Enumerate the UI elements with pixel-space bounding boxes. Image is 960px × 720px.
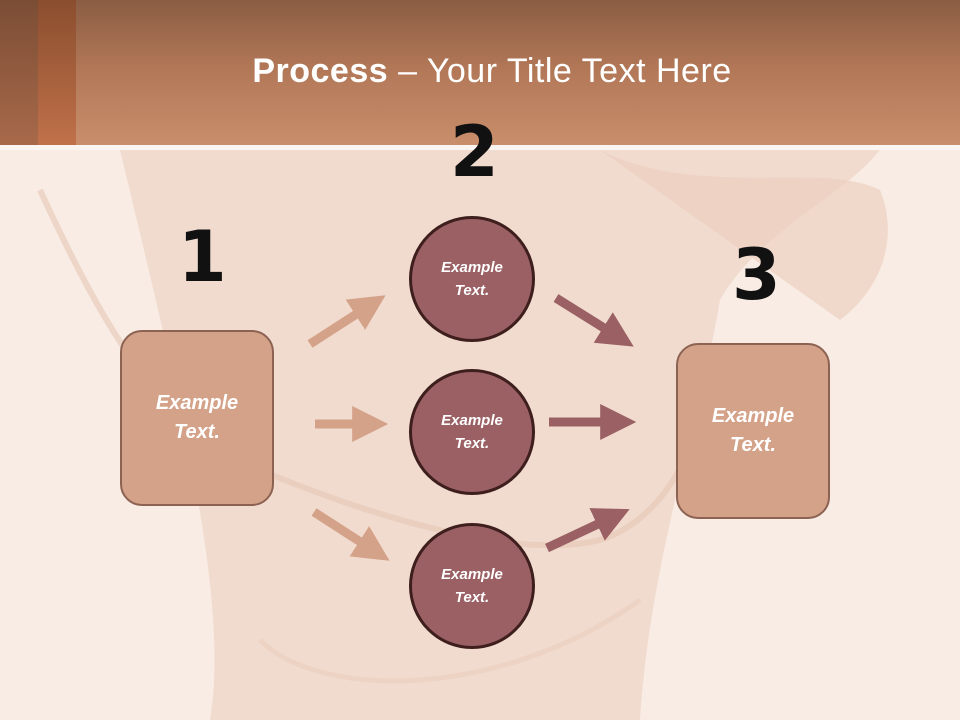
step-2-circle-middle: Example Text. bbox=[409, 369, 535, 495]
title-bar bbox=[0, 0, 960, 145]
step-1-box: Example Text. bbox=[120, 330, 274, 506]
arrow-right-down bbox=[553, 294, 634, 347]
circle-top-line2: Text. bbox=[454, 282, 490, 299]
accent-bar bbox=[38, 0, 76, 145]
title-rest: – Your Title Text Here bbox=[388, 52, 732, 90]
slide-title: Process – Your Title Text Here bbox=[0, 52, 960, 91]
circle-top-line1: Example bbox=[441, 259, 503, 276]
step-3-box: Example Text. bbox=[676, 343, 830, 519]
step-2-circle-top: Example Text. bbox=[409, 216, 535, 342]
step-1-line1: Example bbox=[155, 392, 239, 414]
arrow-right-up bbox=[545, 508, 630, 553]
step-number-2: 2 bbox=[450, 111, 499, 193]
step-number-1: 1 bbox=[178, 216, 227, 298]
arrow-left-down bbox=[311, 508, 390, 561]
circle-bottom-line1: Example bbox=[441, 566, 503, 583]
circle-middle-line1: Example bbox=[441, 412, 503, 429]
accent-bar-dark bbox=[0, 0, 38, 145]
step-3-line2: Text. bbox=[730, 434, 776, 456]
step-3-line1: Example bbox=[711, 405, 795, 427]
circle-middle-line2: Text. bbox=[454, 435, 490, 452]
title-bold: Process bbox=[252, 52, 389, 90]
step-1-line2: Text. bbox=[174, 421, 220, 443]
step-number-3: 3 bbox=[732, 234, 781, 316]
step-2-circle-bottom: Example Text. bbox=[409, 523, 535, 649]
arrow-left-up bbox=[307, 295, 386, 348]
circle-bottom-line2: Text. bbox=[454, 589, 490, 606]
